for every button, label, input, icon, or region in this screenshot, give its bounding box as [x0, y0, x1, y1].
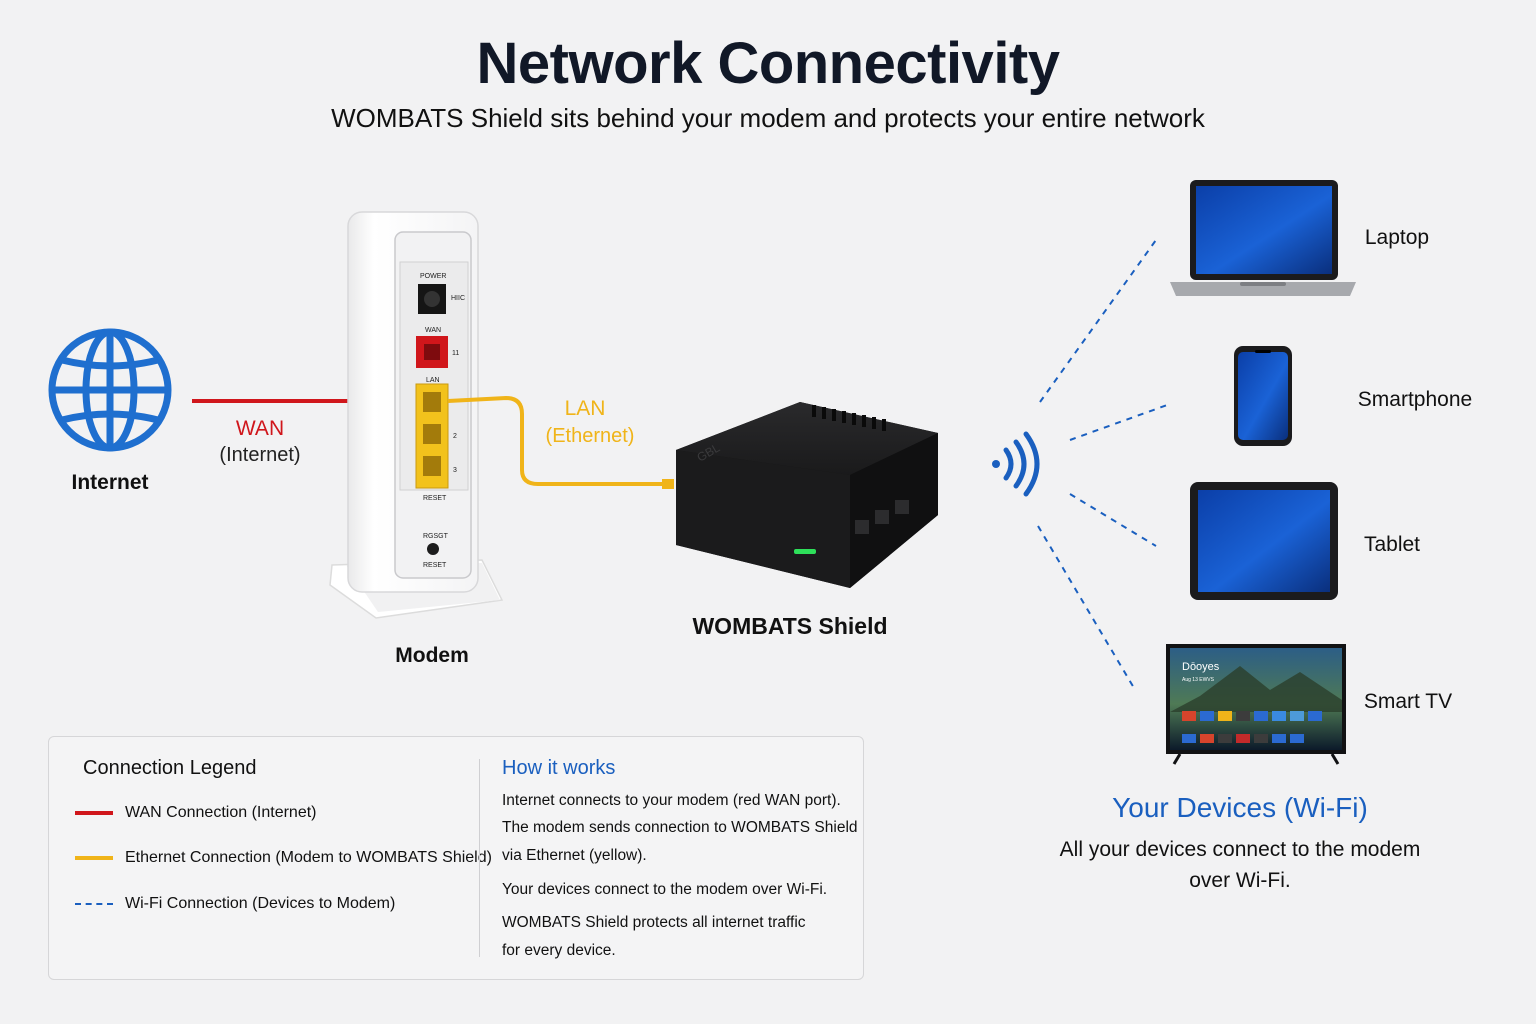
legend-divider [479, 759, 480, 957]
page-subtitle: WOMBATS Shield sits behind your modem an… [331, 103, 1205, 133]
wifi-link-smartphone [1069, 403, 1171, 441]
laptop-icon [1170, 180, 1356, 296]
device-label-laptop: Laptop [1364, 226, 1430, 249]
legend-item-ethernet: Ethernet Connection (Modem to WOMBATS Sh… [75, 846, 492, 870]
tv-screen-subtitle: Aug 13 EWVS [1182, 677, 1215, 683]
modem-power-side-label: HIIC [451, 295, 465, 302]
modem-lan-label: LAN [426, 377, 440, 384]
legend-swatch-ethernet [75, 856, 113, 860]
modem-lan-2-label: 2 [453, 433, 457, 440]
modem-wan-side-label: 11 [452, 350, 459, 357]
how-line-3: via Ethernet (yellow). [502, 847, 647, 864]
lan-link-subtitle: (Ethernet) [545, 425, 635, 447]
lan-link-title: LAN [564, 397, 606, 420]
devices-title: Your Devices (Wi-Fi) [1112, 792, 1368, 823]
wan-link-title: WAN [235, 417, 285, 440]
ethernet-connection-line [447, 395, 668, 486]
legend-panel: Connection Legend WAN Connection (Intern… [48, 736, 864, 980]
shield-label: WOMBATS Shield [692, 613, 888, 639]
wifi-link-tv [1037, 525, 1135, 689]
globe-icon [48, 328, 172, 452]
modem-wan-label: WAN [425, 327, 441, 334]
devices-desc-line-1: All your devices connect to the modem [1059, 838, 1421, 861]
legend-text-wifi: Wi-Fi Connection (Devices to Modem) [125, 895, 396, 912]
legend-swatch-wan [75, 811, 113, 815]
wifi-link-tablet [1069, 493, 1157, 547]
internet-label: Internet [71, 471, 149, 494]
wombats-shield-device [676, 402, 938, 588]
devices-description: All your devices connect to the modem ov… [1040, 834, 1440, 896]
modem-reset-top-label: RESET [423, 495, 447, 502]
device-label-smartphone: Smartphone [1357, 388, 1473, 411]
tablet-icon [1190, 482, 1338, 600]
legend-swatch-wifi [75, 903, 113, 905]
device-label-tablet: Tablet [1363, 533, 1421, 556]
legend-item-wifi: Wi-Fi Connection (Devices to Modem) [75, 892, 395, 916]
modem-device [329, 211, 504, 619]
modem-lan-3-label: 3 [453, 467, 457, 474]
how-line-2: The modem sends connection to WOMBATS Sh… [502, 819, 858, 836]
devices-desc-line-2: over Wi-Fi. [1189, 869, 1291, 892]
legend-title: Connection Legend [83, 757, 257, 779]
how-line-5: WOMBATS Shield protects all internet tra… [502, 914, 806, 931]
wan-link-subtitle: (Internet) [219, 444, 301, 466]
modem-power-label: POWER [420, 273, 446, 280]
modem-rgsgt-label: RGSGT [423, 533, 449, 540]
legend-text-ethernet: Ethernet Connection (Modem to WOMBATS Sh… [125, 849, 492, 866]
tv-screen-title: Dōoyes [1182, 661, 1220, 673]
modem-label: Modem [395, 644, 469, 667]
page-title: Network Connectivity [476, 31, 1061, 96]
wifi-icon [992, 431, 1040, 497]
how-line-4: Your devices connect to the modem over W… [502, 881, 828, 898]
wifi-link-laptop [1039, 239, 1157, 403]
modem-reset-bottom-label: RESET [423, 562, 447, 569]
smartphone-icon [1234, 346, 1292, 446]
how-line-1: Internet connects to your modem (red WAN… [502, 792, 841, 809]
smart-tv-icon [1166, 644, 1346, 765]
device-label-smart-tv: Smart TV [1363, 690, 1453, 713]
legend-item-wan: WAN Connection (Internet) [75, 801, 316, 825]
legend-text-wan: WAN Connection (Internet) [125, 804, 317, 821]
how-it-works-title: How it works [502, 757, 616, 779]
how-line-6: for every device. [502, 942, 616, 959]
